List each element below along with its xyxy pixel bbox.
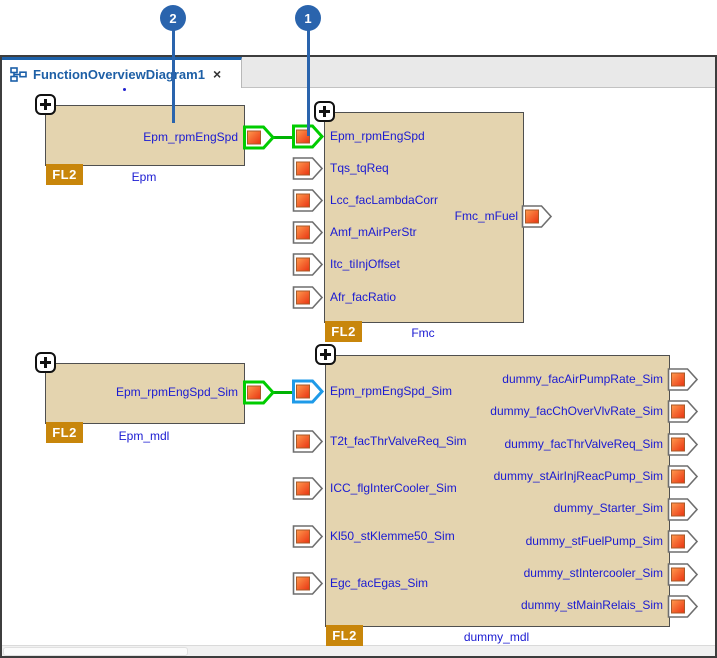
output-port-dummy-3[interactable] [667,464,699,489]
port-label-fmc-in-4[interactable]: Itc_tiInjOffset [330,257,400,271]
port-label-dummy-out-1[interactable]: dummy_facChOverVlvRate_Sim [490,404,663,418]
output-port-dummy-1[interactable] [667,399,699,424]
port-label-dummy-out-5[interactable]: dummy_stFuelPump_Sim [525,534,663,548]
fl2-badge-epm-mdl: FL2 [46,422,83,443]
input-port-dummy-icc[interactable] [292,476,324,501]
stray-mark [123,88,126,91]
expand-plus-icon-dummy-mdl[interactable] [315,344,336,365]
output-port-dummy-6[interactable] [667,562,699,587]
output-port-dummy-0[interactable] [667,367,699,392]
fl2-badge-fmc: FL2 [325,321,362,342]
expand-plus-icon-fmc[interactable] [314,101,335,122]
port-label-fmc-in-5[interactable]: Afr_facRatio [330,290,397,304]
port-label-dummy-out-2[interactable]: dummy_facThrValveReq_Sim [504,437,663,451]
port-label-fmc-out[interactable]: Fmc_mFuel [454,209,518,223]
block-name-epm-mdl[interactable]: Epm_mdl [118,429,170,443]
port-label-epm-mdl-out[interactable]: Epm_rpmEngSpd_Sim [115,385,238,399]
input-port-dummy-kl50[interactable] [292,524,324,549]
tab-function-overview-diagram[interactable]: FunctionOverviewDiagram1 × [2,57,242,88]
port-label-dummy-in-0[interactable]: Epm_rpmEngSpd_Sim [330,384,453,398]
input-port-fmc-afr-facratio[interactable] [292,285,324,310]
horizontal-scrollbar-thumb[interactable] [3,647,188,656]
tab-title: FunctionOverviewDiagram1 [33,66,205,82]
port-label-dummy-out-6[interactable]: dummy_stIntercooler_Sim [523,566,663,580]
port-label-dummy-out-3[interactable]: dummy_stAirInjReacPump_Sim [493,469,663,483]
block-dummy-mdl[interactable] [325,355,670,627]
output-port-dummy-5[interactable] [667,529,699,554]
port-label-dummy-in-2[interactable]: ICC_flgInterCooler_Sim [330,481,457,495]
port-label-dummy-out-0[interactable]: dummy_facAirPumpRate_Sim [502,372,663,386]
port-label-fmc-in-0[interactable]: Epm_rpmEngSpd [330,129,425,143]
output-port-dummy-7[interactable] [667,594,699,619]
port-label-dummy-in-4[interactable]: Egc_facEgas_Sim [330,576,429,590]
fl2-badge-dummy-mdl: FL2 [326,625,363,646]
block-name-dummy-mdl[interactable]: dummy_mdl [463,630,530,644]
block-fmc[interactable] [324,112,524,323]
port-label-fmc-in-3[interactable]: Amf_mAirPerStr [330,225,417,239]
connection-epm-mdl-to-dummy-mdl [272,391,296,394]
callout-balloon-2: 2 [160,5,186,31]
port-label-fmc-in-2[interactable]: Lcc_facLambdaCorr [330,193,439,207]
expand-plus-icon-epm[interactable] [35,94,56,115]
input-port-dummy-epm-rpmengspd-sim[interactable] [292,379,325,404]
diagram-tree-icon [10,66,27,82]
block-name-fmc[interactable]: Fmc [411,326,435,340]
output-port-fmc-mfuel[interactable] [521,204,553,229]
callout-line-1 [306,30,310,136]
callout-balloon-1: 1 [295,5,321,31]
fl2-badge-epm: FL2 [46,164,83,185]
input-port-fmc-itc-tiinjoffset[interactable] [292,252,324,277]
callout-line-2 [171,30,175,123]
output-port-epm-mdl-sim[interactable] [243,380,276,405]
output-port-dummy-2[interactable] [667,432,699,457]
port-label-dummy-in-1[interactable]: T2t_facThrValveReq_Sim [330,434,467,448]
input-port-fmc-amf-mairperstr[interactable] [292,220,324,245]
port-label-fmc-in-1[interactable]: Tqs_tqReq [330,161,389,175]
port-label-dummy-in-3[interactable]: Kl50_stKlemme50_Sim [330,529,455,543]
input-port-fmc-epm-rpmengspd[interactable] [292,124,325,149]
input-port-fmc-lcc-faclambdacorr[interactable] [292,188,324,213]
output-port-epm-rpmengspd[interactable] [243,125,276,150]
port-label-epm-out[interactable]: Epm_rpmEngSpd [143,130,238,144]
output-port-dummy-4[interactable] [667,497,699,522]
input-port-dummy-egc[interactable] [292,571,324,596]
block-name-epm[interactable]: Epm [131,170,157,184]
expand-plus-icon-epm-mdl[interactable] [35,352,56,373]
tab-close-icon[interactable]: × [212,66,222,82]
port-label-dummy-out-7[interactable]: dummy_stMainRelais_Sim [520,598,663,612]
horizontal-scrollbar[interactable] [2,645,715,656]
port-label-dummy-out-4[interactable]: dummy_Starter_Sim [553,501,663,515]
block-epm-mdl[interactable] [45,363,245,424]
input-port-dummy-t2t[interactable] [292,429,324,454]
connection-epm-to-fmc [272,136,296,139]
input-port-fmc-tqs-tqreq[interactable] [292,156,324,181]
